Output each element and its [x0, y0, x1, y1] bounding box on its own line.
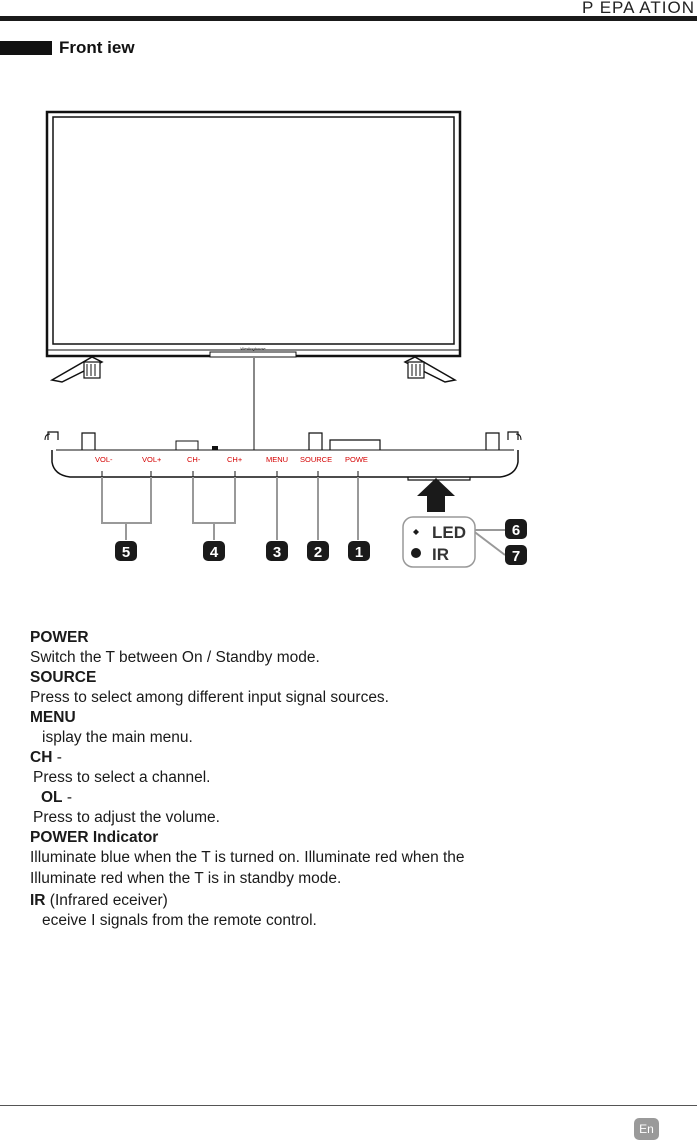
section-marker-bar — [0, 41, 52, 55]
button-ch-plus: CH+ — [227, 455, 243, 464]
vol-description: Press to adjust the volume. — [33, 809, 220, 826]
arrow-up-icon — [417, 478, 455, 512]
button-vol-minus: VOL- — [95, 455, 113, 464]
power-description: Switch the T between On / Standby mode. — [30, 649, 320, 666]
ir-sensor-icon — [411, 548, 421, 558]
button-menu: MENU — [266, 455, 288, 464]
svg-text:2: 2 — [314, 544, 322, 561]
source-description: Press to select among different input si… — [30, 689, 389, 706]
control-descriptions: POWER Switch the T between On / Standby … — [30, 628, 670, 931]
tv-stand-right — [403, 356, 458, 383]
led-label: LED — [432, 523, 466, 542]
callout-leaders — [101, 477, 506, 556]
tv-stand-left — [49, 356, 104, 383]
vol-suffix: - — [62, 789, 72, 806]
ir-description: eceive I signals from the remote control… — [42, 912, 317, 929]
vol-term: OL — [41, 789, 63, 806]
button-power: POWE — [345, 455, 368, 464]
callout-6: 6 — [505, 519, 527, 539]
menu-term: MENU — [30, 709, 76, 726]
led-diamond-icon — [413, 529, 419, 535]
tv-logo: Westinghouse — [240, 346, 266, 351]
led-ir-indicator-panel: LED IR — [402, 516, 476, 568]
button-source: SOURCE — [300, 455, 332, 464]
ch-description: Press to select a channel. — [33, 769, 211, 786]
svg-text:6: 6 — [512, 522, 520, 539]
menu-description: isplay the main menu. — [42, 729, 193, 746]
svg-text:5: 5 — [122, 544, 130, 561]
ch-heading: CH - — [30, 748, 670, 768]
callout-3: 3 — [266, 541, 288, 561]
svg-text:4: 4 — [210, 544, 219, 561]
svg-text:3: 3 — [273, 544, 281, 561]
ch-term: CH — [30, 749, 53, 766]
callout-4: 4 — [203, 541, 225, 561]
callout-2: 2 — [307, 541, 329, 561]
callout-1: 1 — [348, 541, 370, 561]
power-indicator-term: POWER Indicator — [30, 829, 159, 846]
ch-suffix: - — [52, 749, 62, 766]
page-header-title: P EPA ATION — [581, 0, 695, 17]
tv-front-view-diagram: Westinghouse VOL- VOL+ CH- CH+ ME — [44, 110, 527, 568]
power-term: POWER — [30, 629, 89, 646]
footer-rule — [0, 1105, 697, 1106]
section-title: Front iew — [59, 38, 135, 57]
callout-7: 7 — [505, 545, 527, 565]
svg-text:7: 7 — [512, 548, 520, 565]
button-vol-plus: VOL+ — [142, 455, 162, 464]
language-badge: En — [634, 1118, 659, 1140]
power-indicator-description-1: Illuminate blue when the T is turned on.… — [30, 849, 465, 866]
vol-heading: OL - — [30, 788, 670, 808]
svg-text:1: 1 — [355, 544, 363, 561]
control-panel-bottom-view — [44, 431, 522, 481]
tv-screen: Westinghouse — [45, 110, 462, 358]
ir-suffix: (Infrared eceiver) — [45, 892, 168, 909]
ir-label: IR — [432, 545, 449, 564]
source-term: SOURCE — [30, 669, 97, 686]
callout-5: 5 — [115, 541, 137, 561]
power-indicator-description-2: Illuminate red when the T is in standby … — [30, 870, 342, 887]
button-ch-minus: CH- — [187, 455, 201, 464]
ir-term: IR — [30, 892, 46, 909]
ir-heading: IR (Infrared eceiver) — [30, 891, 670, 911]
header-rule — [0, 16, 697, 21]
